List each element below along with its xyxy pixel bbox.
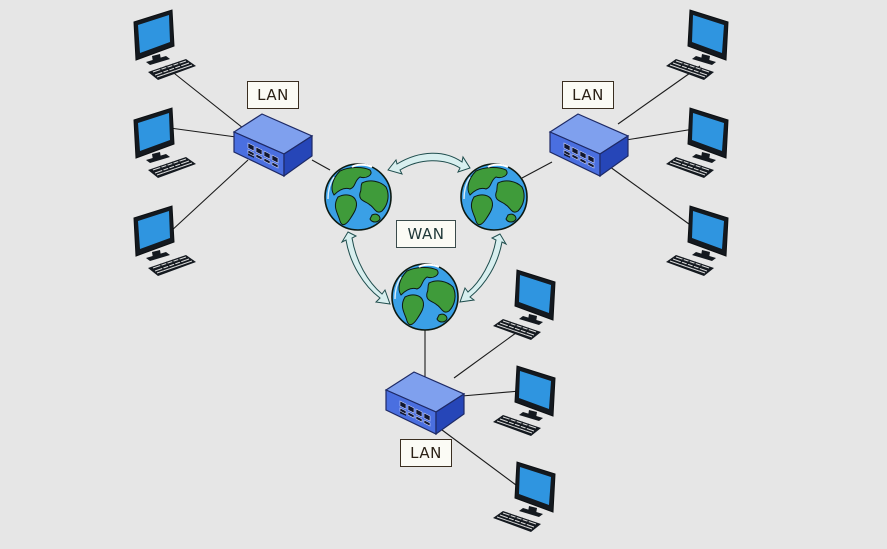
lan-label-top-right: LAN — [562, 81, 614, 109]
globe-icon-right — [460, 163, 528, 231]
connection-lines — [164, 65, 701, 489]
network-switch-icon-bottom — [385, 371, 465, 435]
computer-icon-b-1 — [492, 269, 556, 341]
computer-icon-b-3 — [492, 461, 556, 533]
computer-icon-tl-2 — [133, 107, 197, 179]
computer-icon-tr-3 — [665, 205, 729, 277]
computer-icon-b-2 — [492, 365, 556, 437]
wan-arrows — [340, 152, 508, 305]
globe-icon-bottom — [391, 263, 459, 331]
lan-label-top-left: LAN — [247, 81, 299, 109]
computer-icon-tr-1 — [665, 9, 729, 81]
computer-icon-tl-1 — [133, 9, 197, 81]
network-switch-icon-top-right — [549, 113, 629, 177]
wan-label: WAN — [396, 220, 456, 248]
network-switch-icon-top-left — [233, 113, 313, 177]
computer-icon-tr-2 — [665, 107, 729, 179]
globe-icon-left — [324, 163, 392, 231]
lan-label-bottom: LAN — [400, 439, 452, 467]
